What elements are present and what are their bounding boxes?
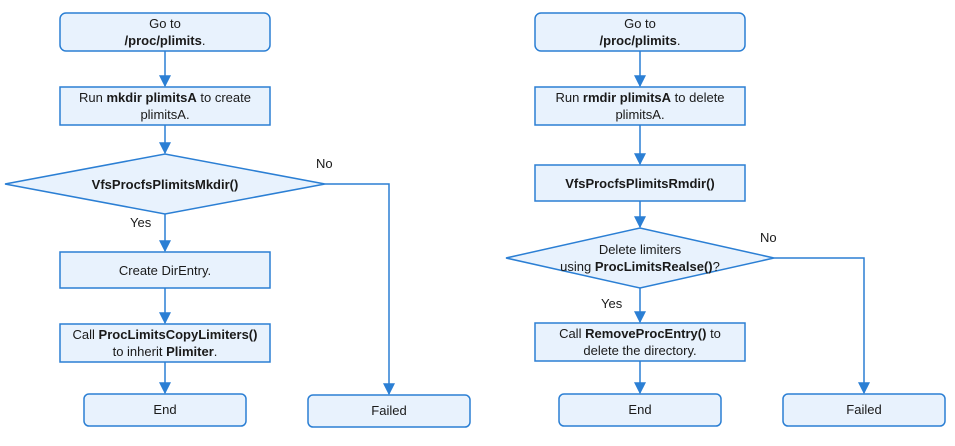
left-copy-line2: to inherit Plimiter. — [60, 343, 270, 360]
left-failed-label: Failed — [308, 402, 470, 419]
left-mkdir-post: to create — [196, 90, 251, 105]
left-copy-pre: Call — [72, 327, 99, 342]
right-remove-label: Call RemoveProcEntry() to delete the dir… — [535, 325, 745, 359]
left-copy-line1: Call ProcLimitsCopyLimiters() — [60, 326, 270, 343]
right-goto-label: Go to /proc/plimits. — [535, 15, 745, 49]
left-goto-suffix: . — [201, 33, 206, 48]
right-remove-fn: RemoveProcEntry() — [585, 326, 707, 341]
left-decision-label: VfsProcfsPlimitsMkdir() — [40, 176, 290, 193]
right-yes-label: Yes — [601, 296, 623, 311]
right-rmdir-post: to delete — [671, 90, 725, 105]
left-mkdir-box — [59, 86, 271, 126]
right-rmdir-line1: Run rmdir plimitsA to delete — [535, 89, 745, 106]
right-rmdir-fn-label: VfsProcfsPlimitsRmdir() — [535, 175, 745, 192]
right-decision-line2-bold: ProcLimitsRealse() — [594, 259, 713, 274]
right-failed-text: Failed — [846, 402, 882, 417]
left-copy-line2-bold: Plimiter — [166, 344, 214, 359]
right-arrow-decision-failed — [774, 257, 870, 395]
right-no-label: No — [760, 230, 777, 245]
right-remove-line1: Call RemoveProcEntry() to — [535, 325, 745, 342]
left-end-text: End — [153, 402, 177, 417]
left-create-entry-text: Create DirEntry. — [118, 263, 212, 278]
left-mkdir-label: Run mkdir plimitsA to create plimitsA. — [60, 89, 270, 123]
left-arrow-decision-failed — [325, 183, 395, 396]
left-no-label: No — [316, 156, 333, 171]
right-goto-suffix: . — [676, 33, 681, 48]
right-goto-line1: Go to — [624, 16, 656, 31]
right-rmdir-fn-box — [534, 164, 746, 202]
right-remove-entry-box — [534, 322, 746, 362]
left-decision-text: VfsProcfsPlimitsMkdir() — [91, 177, 239, 192]
right-decision-line1: Delete limiters — [598, 242, 682, 257]
right-goto-line2: /proc/plimits. — [535, 32, 745, 49]
right-end-label: End — [559, 401, 721, 418]
left-copy-fn: ProcLimitsCopyLimiters() — [98, 327, 258, 342]
left-yes-label: Yes — [130, 215, 152, 230]
right-decision-label: Delete limiters using ProcLimitsRealse()… — [520, 241, 760, 275]
left-goto-line1: Go to — [149, 16, 181, 31]
right-remove-pre: Call — [559, 326, 586, 341]
left-goto-path: /proc/plimits — [124, 33, 202, 48]
left-mkdir-line2: plimitsA. — [140, 107, 190, 122]
right-end-text: End — [628, 402, 652, 417]
right-failed-label: Failed — [783, 401, 945, 418]
left-copy-label: Call ProcLimitsCopyLimiters() to inherit… — [60, 326, 270, 360]
left-end-label: End — [84, 401, 246, 418]
left-mkdir-cmd: mkdir plimitsA — [106, 90, 197, 105]
left-copy-line2-pre: to inherit — [112, 344, 167, 359]
left-copy-line2-post: . — [213, 344, 218, 359]
right-rmdir-line2: plimitsA. — [615, 107, 665, 122]
left-mkdir-line1: Run mkdir plimitsA to create — [60, 89, 270, 106]
right-rmdir-fn-text: VfsProcfsPlimitsRmdir() — [565, 176, 715, 191]
left-create-entry-label: Create DirEntry. — [60, 262, 270, 279]
right-goto-path: /proc/plimits — [599, 33, 677, 48]
left-goto-line2: /proc/plimits. — [60, 32, 270, 49]
left-mkdir-pre: Run — [79, 90, 107, 105]
right-remove-post: to — [706, 326, 721, 341]
right-rmdir-pre: Run — [555, 90, 583, 105]
right-decision-line2: using ProcLimitsRealse()? — [520, 258, 760, 275]
left-goto-label: Go to /proc/plimits. — [60, 15, 270, 49]
right-rmdir-label: Run rmdir plimitsA to delete plimitsA. — [535, 89, 745, 123]
right-remove-line2: delete the directory. — [583, 343, 697, 358]
right-decision-line2-pre: using — [560, 259, 595, 274]
right-rmdir-cmd: rmdir plimitsA — [582, 90, 672, 105]
left-failed-text: Failed — [371, 403, 407, 418]
right-decision-line2-post: ? — [712, 259, 720, 274]
